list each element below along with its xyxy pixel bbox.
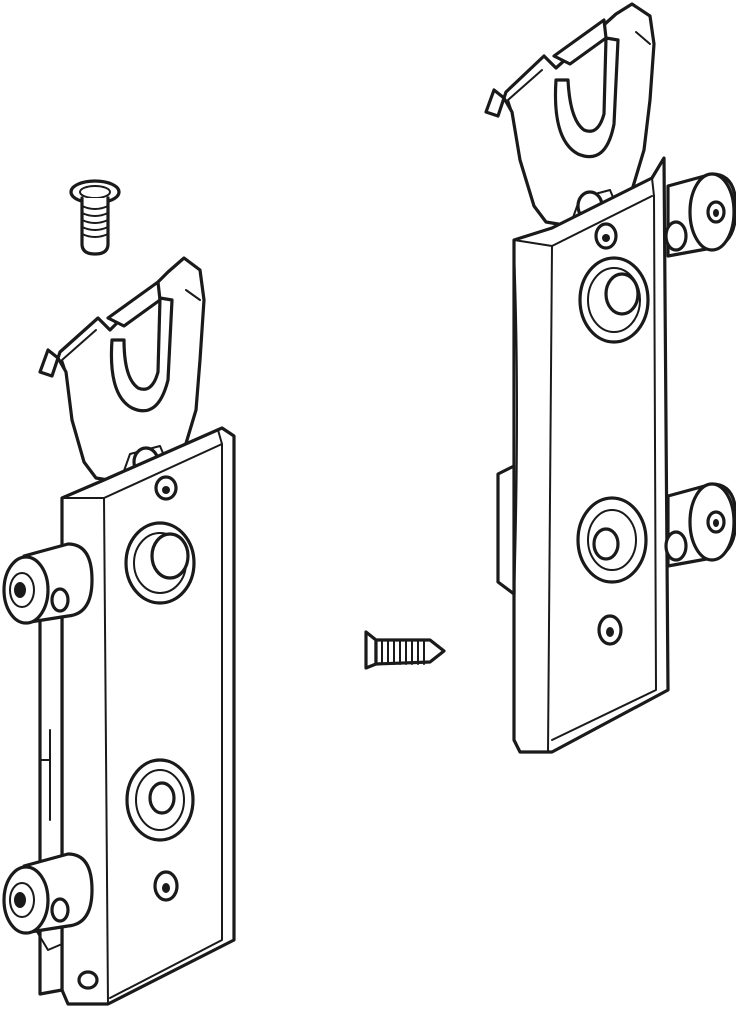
hinge-bracket-assembled-icon [484, 2, 736, 754]
countersunk-screw-icon [364, 630, 446, 670]
hinge-bracket-exploded-icon [2, 256, 236, 1006]
mounting-screw-icon [69, 179, 121, 256]
